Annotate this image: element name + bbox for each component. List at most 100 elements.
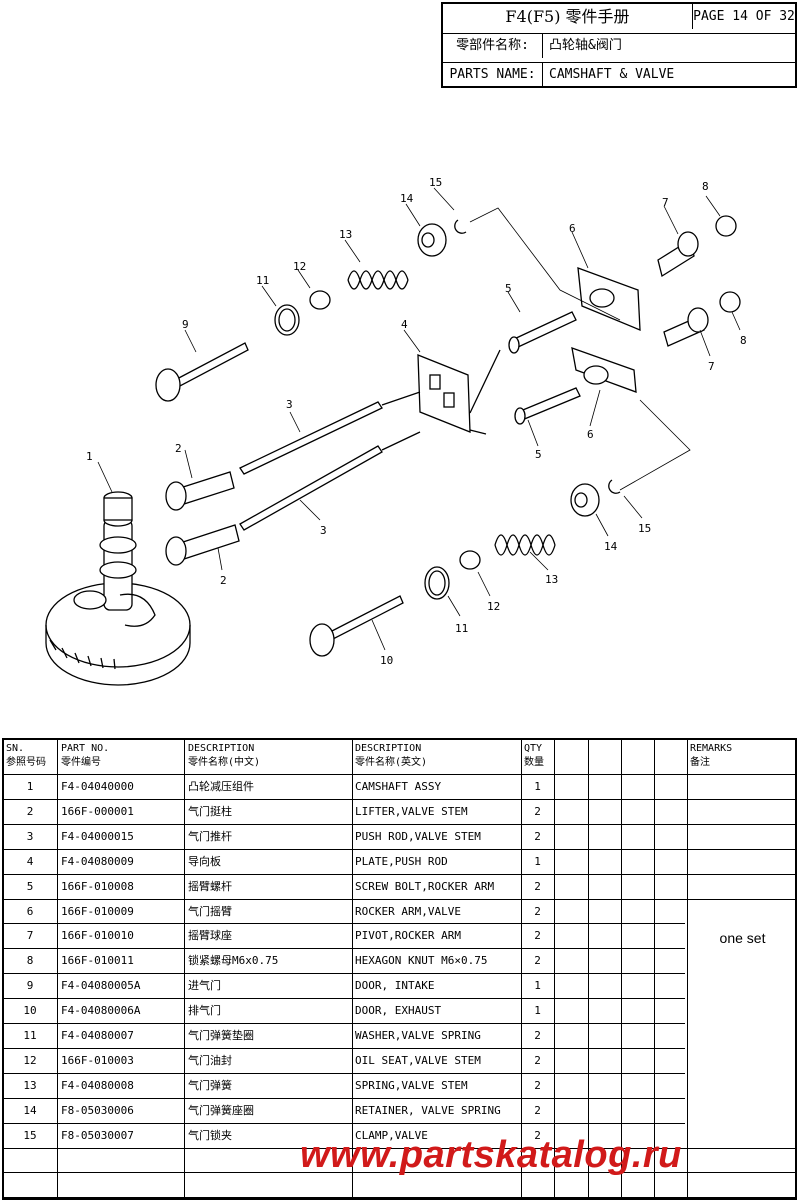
header-remarks-en: REMARKS xyxy=(690,743,733,754)
table-cell-qty: 2 xyxy=(534,1029,541,1042)
callout-8a: 8 xyxy=(702,180,709,193)
header-desc-en-en: DESCRIPTION xyxy=(355,743,422,754)
page-indicator: PAGE 14 OF 32 xyxy=(693,9,795,24)
table-cell-part-no: F4-04080006A xyxy=(61,1004,141,1018)
table-cell-name-cn: 气门弹簧座圈 xyxy=(188,1103,254,1117)
table-cell-part-no: F4-04080007 xyxy=(61,1029,134,1042)
lifter-drawings xyxy=(165,471,240,566)
header-desc-cn-sub: 零件名称(中文) xyxy=(188,757,261,768)
table-column-divider xyxy=(621,740,622,1198)
table-column-divider xyxy=(521,740,522,1198)
table-column-divider xyxy=(654,740,655,1198)
table-row-divider xyxy=(4,923,685,925)
push-rod-drawings xyxy=(239,401,383,531)
header-desc-en-sub: 零件名称(英文) xyxy=(355,757,428,768)
table-cell-sn: 1 xyxy=(26,780,34,793)
callout-3a: 3 xyxy=(286,398,293,411)
table-cell-name-cn: 摇臂球座 xyxy=(188,929,232,943)
table-cell-part-no: 166F-010010 xyxy=(61,929,134,943)
table-row-divider xyxy=(4,948,685,950)
table-cell-name-cn: 气门推杆 xyxy=(188,829,232,843)
header-qty-cn: 数量 xyxy=(524,757,544,768)
table-row-divider xyxy=(4,898,795,900)
callout-6b: 6 xyxy=(587,428,594,441)
table-cell-part-no: F4-04040000 xyxy=(61,780,134,793)
table-cell-name-en: HEXAGON KNUT M6×0.75 xyxy=(355,954,488,968)
part-name-en: CAMSHAFT & VALVE xyxy=(549,67,675,82)
table-cell-name-en: DOOR, EXHAUST xyxy=(355,1004,442,1018)
pivot-and-nut-drawings xyxy=(657,215,741,347)
table-cell-name-en: LIFTER,VALVE STEM xyxy=(355,804,468,818)
table-cell-sn: 13 xyxy=(23,1078,37,1092)
table-cell-name-en: PIVOT,ROCKER ARM xyxy=(355,929,461,943)
callout-14a: 14 xyxy=(400,192,414,205)
table-cell-part-no: F4-04000015 xyxy=(61,829,134,843)
table-cell-sn: 8 xyxy=(26,954,34,968)
header-desc-cn-en: DESCRIPTION xyxy=(188,743,255,754)
callout-8b: 8 xyxy=(740,334,747,347)
title-row: F4(F5) 零件手册 PAGE 14 OF 32 xyxy=(443,4,795,34)
table-cell-sn: 14 xyxy=(23,1103,37,1117)
part-name-cn: 凸轮轴&阀门 xyxy=(549,38,622,53)
table-cell-name-en: WASHER,VALVE SPRING xyxy=(355,1029,481,1042)
spring-drawings xyxy=(347,270,556,556)
callout-labels: 1 2 2 3 3 4 5 5 6 6 7 7 8 8 9 10 11 11 1… xyxy=(86,176,747,667)
table-cell-name-cn: 导向板 xyxy=(188,854,221,868)
table-cell-name-cn: 锁紧螺母M6x0.75 xyxy=(188,954,279,968)
table-row-divider xyxy=(4,1047,685,1049)
table-row-divider xyxy=(4,1097,685,1099)
table-cell-name-en: ROCKER ARM,VALVE xyxy=(355,904,461,918)
table-column-divider xyxy=(588,740,589,1198)
callout-11b: 11 xyxy=(455,622,468,635)
callout-15b: 15 xyxy=(638,522,651,535)
table-cell-part-no: 166F-010008 xyxy=(61,879,134,893)
header-remarks-cn: 备注 xyxy=(690,757,710,768)
table-cell-part-no: 166F-010011 xyxy=(61,954,134,968)
table-cell-qty: 2 xyxy=(534,1078,541,1092)
exploded-parts-diagram: 1 2 2 3 3 4 5 5 6 6 7 7 8 8 9 10 11 11 1… xyxy=(45,176,747,686)
callout-10: 10 xyxy=(380,654,393,667)
callout-14b: 14 xyxy=(604,540,618,553)
table-cell-name-cn: 摇臂螺杆 xyxy=(188,879,232,893)
table-cell-part-no: F8-05030006 xyxy=(61,1103,134,1117)
table-row-divider xyxy=(4,873,795,875)
table-cell-qty: 2 xyxy=(534,879,541,893)
part-name-cn-row: 零部件名称: 凸轮轴&阀门 xyxy=(443,33,795,63)
table-cell-sn: 3 xyxy=(26,829,34,843)
table-cell-name-en: PLATE,PUSH ROD xyxy=(355,854,448,868)
table-cell-qty: 2 xyxy=(534,829,541,843)
table-cell-sn: 6 xyxy=(26,904,34,918)
callout-13b: 13 xyxy=(545,573,558,586)
table-cell-qty: 2 xyxy=(534,954,541,968)
col-header-desc-en: DESCRIPTION 零件名称(英文) xyxy=(355,742,427,770)
table-cell-name-en: OIL SEAT,VALVE STEM xyxy=(355,1053,481,1067)
table-cell-name-cn: 排气门 xyxy=(188,1004,221,1018)
table-cell-name-cn: 气门挺柱 xyxy=(188,804,232,818)
table-cell-name-en: CLAMP,VALVE xyxy=(355,1128,428,1142)
table-cell-part-no: 166F-000001 xyxy=(61,804,134,818)
callout-12a: 12 xyxy=(293,260,306,273)
table-cell-name-cn: 气门弹簧垫圈 xyxy=(188,1029,254,1042)
title-block: F4(F5) 零件手册 PAGE 14 OF 32 零部件名称: 凸轮轴&阀门 … xyxy=(441,2,797,88)
callout-4: 4 xyxy=(401,318,408,331)
table-column-divider xyxy=(184,740,185,1198)
camshaft-assembly-drawing xyxy=(45,491,191,686)
rocker-arm-drawings xyxy=(571,267,641,393)
header-qty-en: QTY xyxy=(524,743,543,754)
callout-5b: 5 xyxy=(535,448,542,461)
table-cell-part-no: F4-04080008 xyxy=(61,1078,134,1092)
callout-3b: 3 xyxy=(320,524,327,537)
table-row-divider xyxy=(4,1147,795,1149)
parts-table: SN. 参照号码 PART NO. 零件编号 DESCRIPTION 零件名称(… xyxy=(2,738,797,1200)
table-column-divider xyxy=(554,740,555,1198)
table-row-divider xyxy=(4,1172,795,1174)
table-cell-sn: 9 xyxy=(26,979,34,993)
col-header-remarks: REMARKS 备注 xyxy=(690,742,732,770)
watermark-text: www.partskatalog.ru xyxy=(300,1134,682,1176)
table-row-divider xyxy=(4,998,685,1000)
table-column-divider xyxy=(57,740,58,1198)
table-cell-part-no: F4-04080009 xyxy=(61,854,134,868)
callout-11a: 11 xyxy=(256,274,269,287)
table-cell-name-cn: 凸轮减压组件 xyxy=(188,780,254,793)
table-cell-qty: 1 xyxy=(534,979,541,993)
